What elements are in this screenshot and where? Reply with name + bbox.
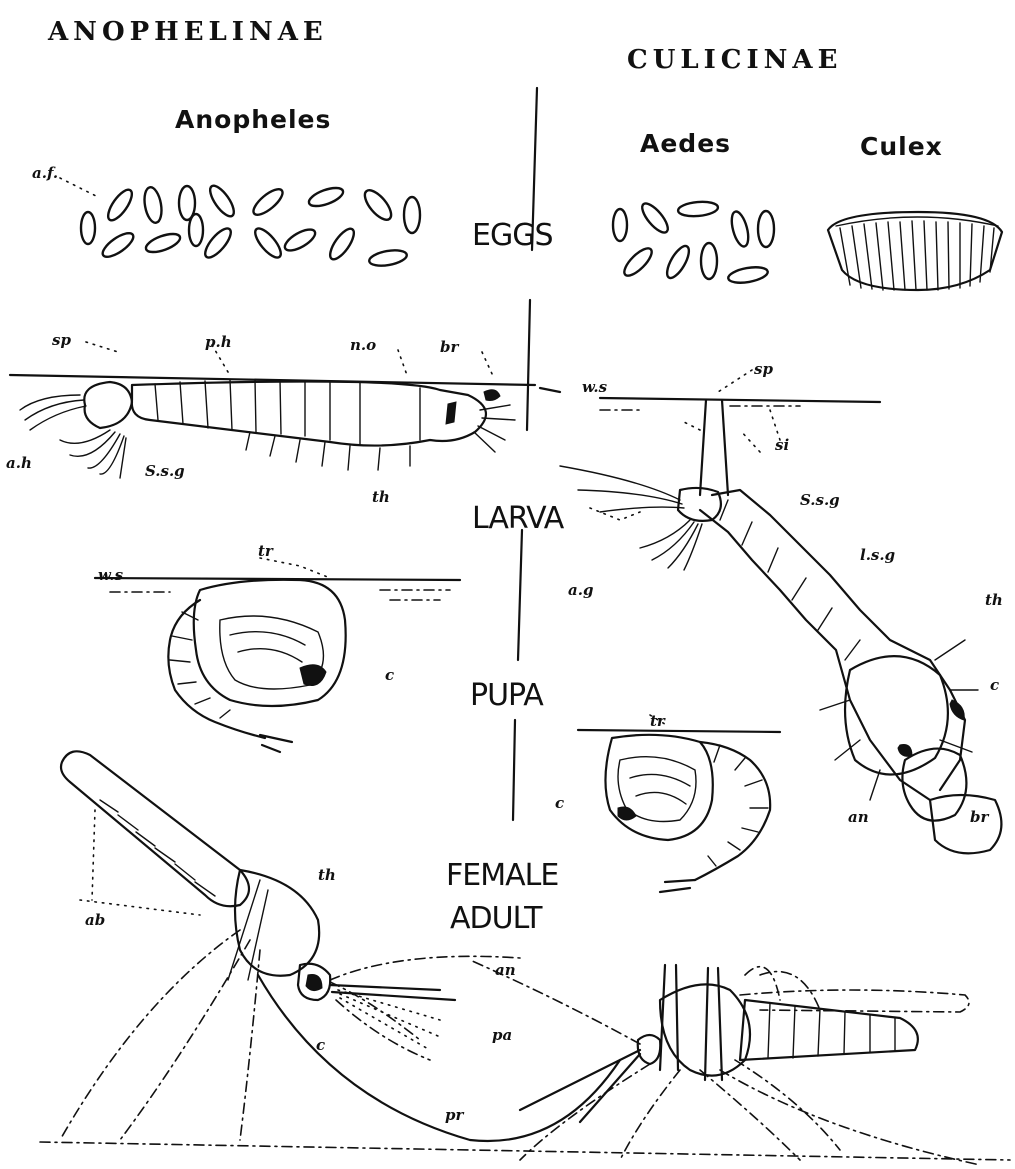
label-lsg: l.s.g bbox=[860, 546, 895, 564]
anopheles-pupa bbox=[95, 558, 460, 752]
label-ws-left: w.s bbox=[98, 566, 124, 584]
label-ah: a.h bbox=[6, 454, 32, 472]
label-sg-left: S.s.g bbox=[145, 462, 185, 480]
genus-culex: Culex bbox=[860, 132, 943, 161]
label-ph: p.h bbox=[205, 333, 232, 351]
genus-aedes: Aedes bbox=[640, 129, 731, 158]
header-culicinae: CULICINAE bbox=[627, 45, 842, 75]
label-th-right: th bbox=[985, 591, 1003, 609]
label-c-adult: c bbox=[316, 1036, 325, 1054]
label-af: a.f. bbox=[32, 164, 58, 182]
label-an-right: an bbox=[848, 808, 869, 826]
label-pa: pa bbox=[492, 1026, 512, 1044]
label-ab: ab bbox=[85, 911, 105, 929]
label-si: si bbox=[775, 436, 789, 454]
anopheles-larva bbox=[10, 342, 535, 478]
label-tr-left: tr bbox=[258, 542, 274, 560]
aedes-eggs bbox=[613, 200, 774, 286]
stage-pupa: PUPA bbox=[470, 678, 544, 713]
label-c-right: c bbox=[990, 676, 999, 694]
stage-eggs: EGGS bbox=[472, 218, 553, 253]
leader-af bbox=[60, 178, 100, 198]
anopheles-eggs bbox=[81, 182, 420, 268]
culex-pupa bbox=[578, 715, 780, 892]
label-sp-right: sp bbox=[754, 360, 773, 378]
genus-anopheles: Anopheles bbox=[175, 105, 331, 134]
culex-adult bbox=[470, 960, 980, 1165]
label-sp-left: sp bbox=[52, 331, 71, 349]
label-tr-right: tr bbox=[650, 712, 666, 730]
label-th-larva: th bbox=[372, 488, 390, 506]
label-c-pupa-right: c bbox=[555, 794, 564, 812]
label-an-adult: an bbox=[495, 961, 516, 979]
culex-larva bbox=[540, 370, 1001, 853]
label-pr: pr bbox=[445, 1106, 464, 1124]
label-th-adult: th bbox=[318, 866, 336, 884]
label-ws-right: w.s bbox=[582, 378, 608, 396]
label-c-pupa-left: c bbox=[385, 666, 394, 684]
header-anophelinae: ANOPHELINAE bbox=[47, 17, 328, 47]
culex-egg-raft bbox=[828, 212, 1002, 290]
stage-adult: ADULT bbox=[450, 901, 543, 936]
label-ag: a.g bbox=[568, 581, 593, 599]
stage-larva: LARVA bbox=[472, 501, 565, 536]
label-no: n.o bbox=[350, 336, 376, 354]
label-br-right: br bbox=[970, 808, 989, 826]
label-sg-right: S.s.g bbox=[800, 491, 840, 509]
stage-female: FEMALE bbox=[446, 858, 558, 893]
label-br-left: br bbox=[440, 338, 459, 356]
